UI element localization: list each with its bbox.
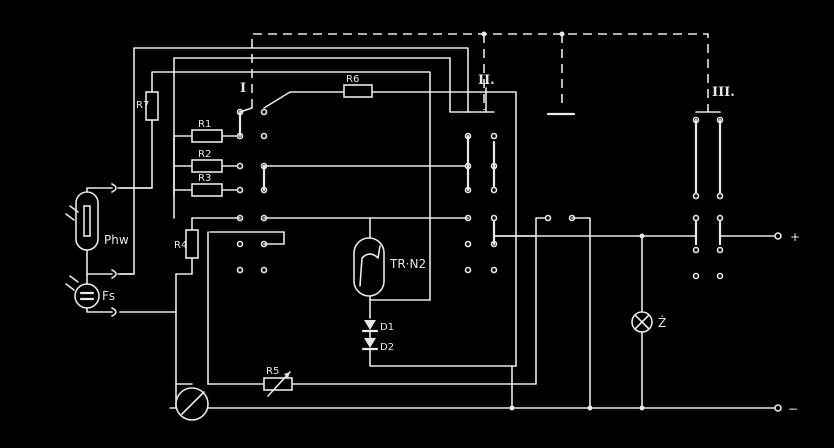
resistor-r4: R4 [174,217,241,275]
switch-2-contacts [369,132,549,301]
diode-d2: D2 [361,330,517,367]
switch-1-contacts [209,107,469,274]
resistor-r6: R6 [343,74,373,98]
d2-label: D2 [380,342,394,353]
diode-d1: D1 [361,320,394,333]
lamp-label: Ż [658,315,666,330]
plus-terminal-label: + [790,230,800,244]
mechanical-linkage [251,31,709,116]
resistor-r7: R7 [136,91,159,121]
r4-label: R4 [174,240,187,251]
phototube-phw: Phw [65,187,129,275]
minus-terminal-label: − [788,402,798,416]
r5-label: R5 [266,366,279,377]
top-wiring [117,47,517,367]
d1-label: D1 [380,322,394,333]
switch-3-contacts [692,111,724,280]
switch-2-label: II. [478,73,495,88]
switch-3-label: III. [712,85,735,100]
r3-label: R3 [198,173,211,184]
fs-label: Fs [102,289,115,303]
trn2-label: TR·N2 [389,257,426,271]
resistor-r5: R5 [263,366,293,397]
resistor-bank: R1 R2 R3 [173,119,239,197]
input-terminals [111,183,177,317]
photo-element-fs: Fs [65,273,115,313]
glow-tube-trn2: TR·N2 [353,217,426,319]
switch-mid-contacts [544,214,591,409]
switch-1-label: I [240,81,246,96]
output-rails: + − [169,230,800,416]
lamp-z: Ż [631,311,666,333]
phw-label: Phw [104,233,129,247]
r7-label: R7 [136,100,149,111]
r2-label: R2 [198,149,211,160]
meter [175,387,209,421]
r1-label: R1 [198,119,211,130]
r6-label: R6 [346,74,359,85]
